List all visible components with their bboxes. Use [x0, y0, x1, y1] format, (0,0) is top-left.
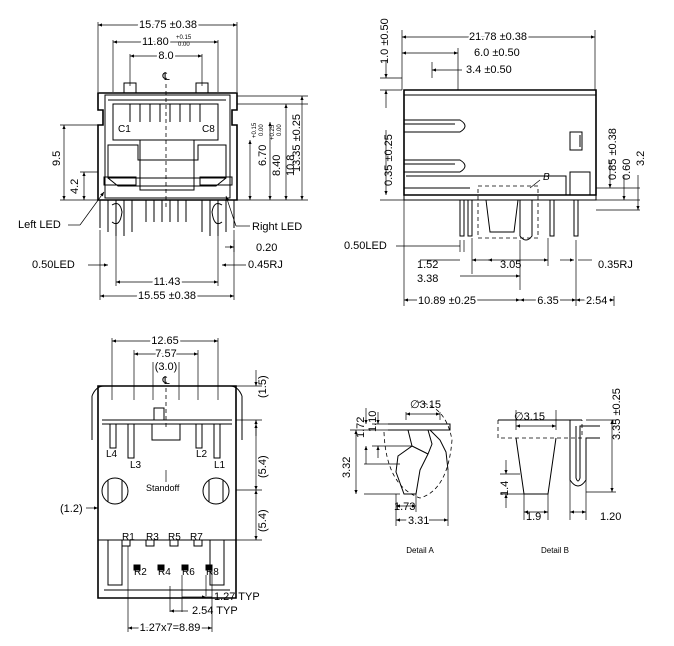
detail-b-box	[477, 185, 539, 239]
detail-b-1-9: 1.9	[526, 511, 541, 523]
detail-a-1-10: 1.10	[367, 411, 379, 432]
dim-4-2: 4.2	[69, 179, 81, 194]
tol-6-70-plus: +0.15	[252, 122, 258, 138]
label-standoff: Standoff	[146, 483, 180, 493]
dim-1-27-typ: 1.27 TYP	[214, 591, 260, 603]
detail-a-1-73: 1.73	[394, 501, 415, 513]
dim-2-54-typ: 2.54 TYP	[192, 605, 238, 617]
centerline-symbol: ℄	[161, 71, 169, 83]
detail-b-caption: Detail B	[541, 546, 569, 555]
side-latch	[569, 131, 583, 151]
detail-b: ∅3.15 3.35 ±0.25 1.4 1.9 1.20 Detail B	[497, 388, 623, 555]
detail-b-1-20: 1.20	[600, 511, 621, 523]
label-c1: C1	[118, 124, 131, 135]
dim-1-52: 1.52	[417, 259, 438, 271]
dim-0-60: 0.60	[621, 159, 633, 180]
dim-3-4: 3.4 ±0.50	[466, 64, 512, 76]
label-l3: L3	[130, 460, 142, 471]
dim-6-35: 6.35	[537, 295, 558, 307]
detail-a-1-72: 1.72	[355, 417, 367, 438]
label-r4: R4	[158, 567, 171, 578]
right-standoff	[202, 477, 230, 505]
detail-b-3-35: 3.35 ±0.25	[611, 388, 623, 440]
label-right-led: Right LED	[252, 221, 302, 233]
dim-3-0: (3.0)	[155, 361, 178, 373]
dim-5-4-upper: (5.4)	[257, 455, 269, 478]
dim-3-38: 3.38	[417, 273, 438, 285]
dim-9-5: 9.5	[51, 151, 63, 166]
dim-15-55: 15.55 ±0.38	[138, 290, 196, 302]
detail-a-3-32: 3.32	[341, 457, 353, 478]
tol-11-80-plus: +0.15	[176, 35, 192, 41]
label-c8: C8	[202, 124, 215, 135]
label-l1: L1	[214, 460, 226, 471]
dim-11-80: 11.80	[142, 36, 169, 48]
dim-21-78: 21.78 ±0.38	[469, 31, 527, 43]
dim-3-2: 3.2	[635, 151, 647, 166]
dim-7-57: 7.57	[155, 348, 176, 360]
label-r5: R5	[168, 532, 181, 543]
detail-a-dia: ∅3.15	[410, 399, 441, 411]
label-r1: R1	[122, 532, 135, 543]
dim-3-05: 3.05	[500, 259, 521, 271]
detail-a-caption: Detail A	[406, 546, 434, 555]
detail-b-1-4: 1.4	[499, 481, 511, 496]
dim-1-2: (1.2)	[60, 503, 83, 515]
dim-12-65: 12.65	[151, 335, 179, 347]
dim-0-85: 0.85 ±0.38	[607, 128, 619, 180]
tol-8-40-plus: +0.25	[270, 124, 276, 140]
dim-0-50-led-side: 0.50LED	[344, 240, 387, 252]
label-r8: R8	[206, 567, 219, 578]
dim-10-8: 10.8	[285, 155, 297, 176]
dim-1-0: 1.0 ±0.50	[379, 18, 391, 64]
centerline-symbol-bottom: ℄	[161, 375, 169, 387]
dim-8-0: 8.0	[158, 50, 173, 62]
bottom-view: 12.65 7.57 (3.0) ℄ L4 L3 L2 L1 Standoff	[60, 333, 269, 636]
dim-5-4-lower: (5.4)	[257, 509, 269, 532]
tol-11-80-minus: 0.00	[178, 42, 190, 48]
tol-6-70-minus: 0.00	[259, 124, 265, 136]
right-led-window	[199, 176, 233, 186]
label-left-led: Left LED	[18, 219, 61, 231]
dim-0-50-led: 0.50LED	[32, 259, 75, 271]
dim-10-89: 10.89 ±0.25	[418, 295, 476, 307]
detail-a: ∅3.15 1.72 1.10 3.32 1.73 3.31 Detail A	[341, 399, 453, 555]
dim-8-89: 1.27x7=8.89	[140, 622, 201, 634]
dim-11-43: 11.43	[154, 276, 181, 288]
dim-6-70: 6.70	[257, 145, 269, 166]
dim-2-54-side: 2.54	[586, 295, 607, 307]
detail-b-dia: ∅3.15	[514, 411, 545, 423]
dim-0-45-rj: 0.45RJ	[248, 259, 283, 271]
label-r6: R6	[182, 567, 195, 578]
side-view: 21.78 ±0.38 6.0 ±0.50 3.4 ±0.50 1.0 ±0.5…	[344, 18, 647, 309]
dim-0-35: 0.35 ±0.25	[383, 134, 395, 186]
label-b: B	[543, 172, 550, 183]
dim-0-20: 0.20	[256, 242, 277, 254]
dim-6-0: 6.0 ±0.50	[474, 47, 520, 59]
label-r2: R2	[134, 567, 147, 578]
tol-8-40-minus: 0.00	[277, 124, 283, 136]
dim-15-75: 15.75 ±0.38	[139, 19, 197, 31]
dim-1-5: (1.5)	[257, 375, 269, 398]
left-standoff	[101, 477, 129, 505]
contact-comb	[129, 104, 201, 122]
front-view: 15.75 ±0.38 11.80 +0.15 0.00 8.0 ℄ C1 C8	[18, 17, 308, 304]
dim-8-40: 8.40	[271, 155, 283, 176]
label-r3: R3	[146, 532, 159, 543]
label-l2: L2	[196, 449, 208, 460]
label-r7: R7	[190, 532, 203, 543]
detail-a-3-31: 3.31	[408, 515, 429, 527]
label-l4: L4	[106, 449, 118, 460]
dim-13-35: 13.35 ±0.25	[291, 114, 303, 172]
dim-0-35-rj: 0.35RJ	[598, 259, 633, 271]
left-led-window	[103, 176, 137, 186]
